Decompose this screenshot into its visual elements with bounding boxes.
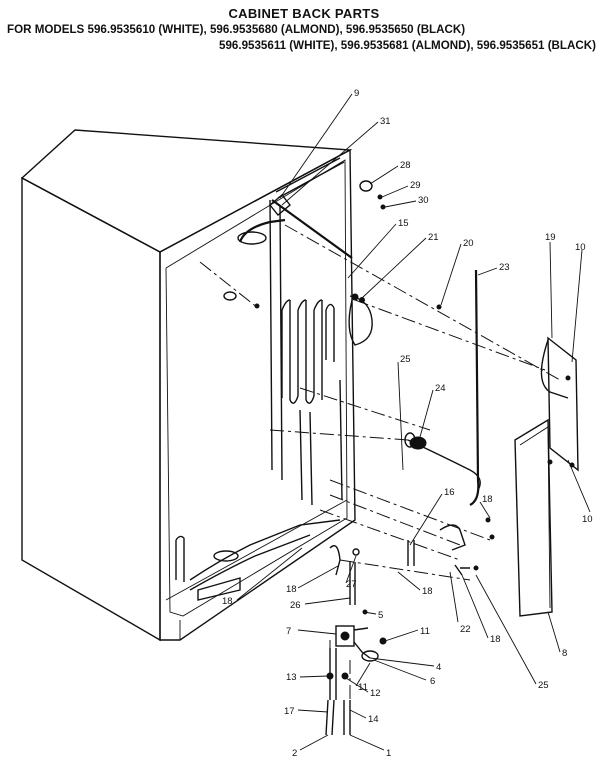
callout-26: 26 [290,600,301,611]
diagram-title: CABINET BACK PARTS [228,6,380,21]
callout-20: 20 [463,238,474,249]
models-line-2: 596.9535611 (WHITE), 596.9535681 (ALMOND… [219,39,596,52]
callout-2: 2 [292,748,297,759]
callout-24: 24 [435,383,446,394]
callout-23: 23 [499,262,510,273]
callout-27: 27 [346,579,357,590]
callout-19: 19 [545,232,556,243]
callout-5: 5 [378,610,383,621]
callout-1: 1 [386,748,391,759]
callout-12: 12 [370,688,381,699]
callout-31: 31 [380,116,391,127]
callout-labels: 9 31 28 29 30 15 21 20 23 19 10 25 24 16… [222,88,593,759]
access-panel-upper [540,336,579,472]
callout-10-lower: 10 [582,514,593,525]
callout-28: 28 [400,160,411,171]
callout-10-upper: 10 [575,242,586,253]
callout-25-lower: 25 [538,680,549,691]
callout-25-upper: 25 [400,354,411,365]
callout-18-center: 18 [286,584,297,595]
callout-9: 9 [354,88,359,99]
leader-lines [236,93,591,751]
models-line-1: FOR MODELS 596.9535610 (WHITE), 596.9535… [7,23,466,36]
callout-4: 4 [436,662,441,673]
callout-29: 29 [410,180,421,191]
callout-7: 7 [286,626,291,637]
callout-17: 17 [284,706,295,717]
callout-11-lower: 11 [358,682,368,693]
callout-30: 30 [418,195,429,206]
callout-13: 13 [286,672,297,683]
bottom-tubing [175,519,341,601]
callout-18-left: 18 [222,596,233,607]
callout-18-right: 18 [482,494,493,505]
loose-parts [223,180,495,615]
callout-14: 14 [368,714,379,725]
callout-8: 8 [562,648,567,659]
callout-15-upper: 15 [398,218,409,229]
callout-16: 16 [444,487,455,498]
callout-18-lower: 18 [490,634,501,645]
valve-assembly [325,625,387,736]
callout-18-mid: 18 [422,586,433,597]
callout-21: 21 [428,232,439,243]
callout-11-upper: 11 [420,626,430,637]
callout-6: 6 [430,676,435,687]
cabinet-body [20,129,356,642]
callout-22: 22 [460,624,471,635]
condenser-coil [269,199,353,506]
access-panel-lower [514,418,553,617]
